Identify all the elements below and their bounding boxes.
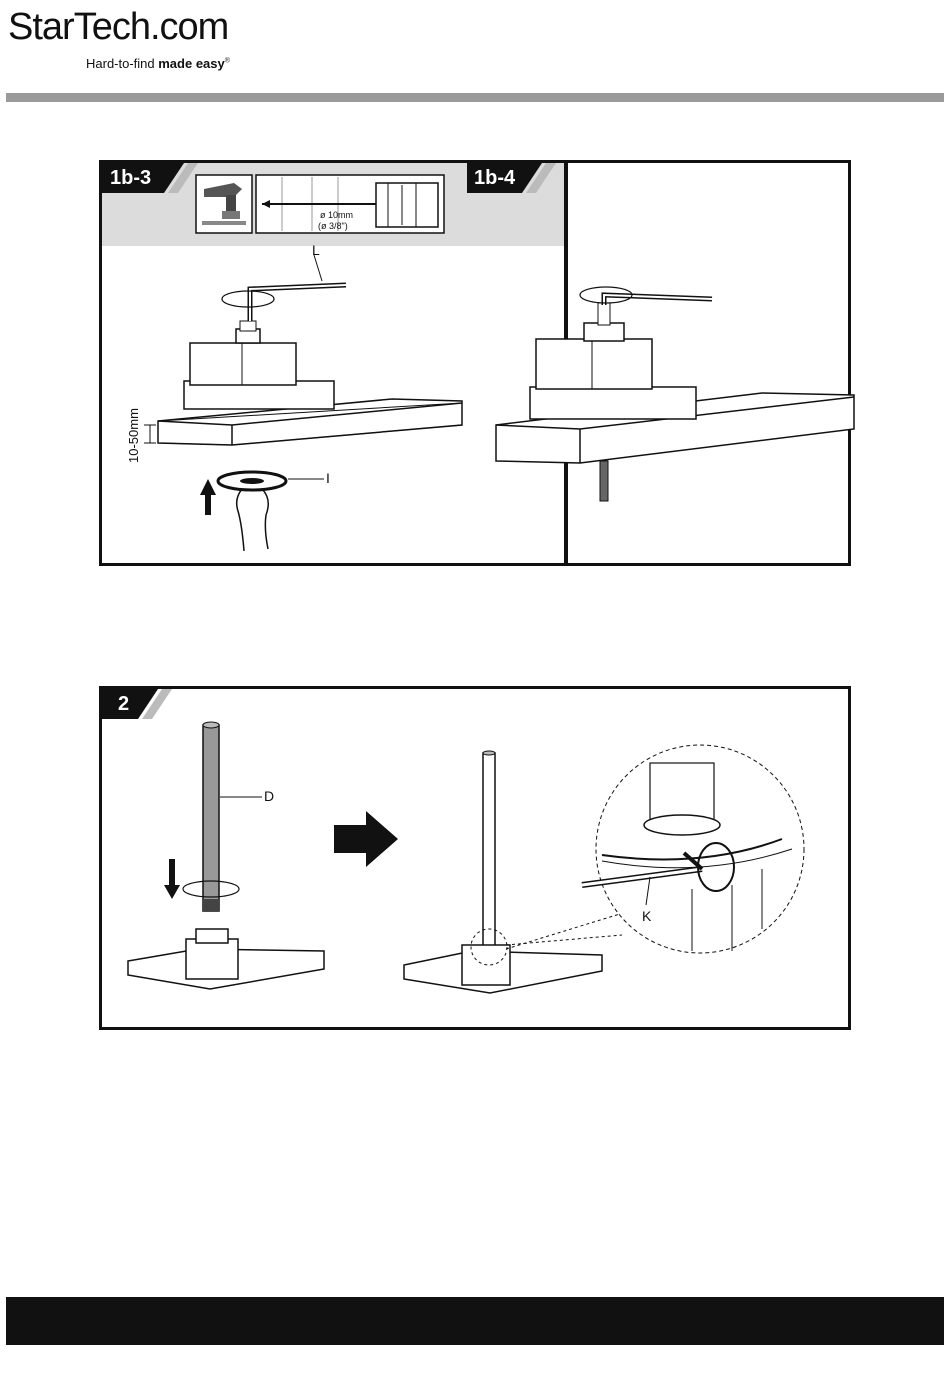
step-tag-1b4: 1b-4 <box>468 163 515 193</box>
down-arrow-icon <box>164 859 180 899</box>
drill-spec-1: ø 10mm <box>320 210 353 220</box>
up-arrow-icon <box>200 479 216 515</box>
header-divider-bar <box>6 93 944 102</box>
figure-step-2: D K 2 <box>99 686 851 1030</box>
figure1-illustration: ø 10mm (ø 3/8") L 10-50mm I <box>102 163 854 569</box>
figure2-illustration: D K <box>102 689 854 1033</box>
label-i: I <box>326 470 330 486</box>
step-tag-1b3: 1b-3 <box>104 163 151 193</box>
label-d: D <box>264 788 274 804</box>
brand-name: StarTech.com <box>8 6 228 48</box>
label-l: L <box>312 242 320 258</box>
startech-logo: StarTech.com Hard-to-find made easy® <box>8 6 258 76</box>
hand-icon <box>237 489 269 551</box>
label-k: K <box>642 908 652 924</box>
right-arrow-icon <box>334 811 398 867</box>
figure-step-1b: ø 10mm (ø 3/8") L 10-50mm I <box>99 160 851 566</box>
step-tag-2: 2 <box>112 689 129 719</box>
allen-key-l <box>250 285 346 321</box>
drill-spec-2: (ø 3/8") <box>318 221 348 231</box>
clamp-base-2 <box>530 387 696 419</box>
tagline: Hard-to-find made easy® <box>86 56 230 71</box>
threaded-rod <box>600 461 608 501</box>
pole-assembled <box>483 753 495 949</box>
pole-d <box>203 725 219 911</box>
footer-bar <box>6 1297 944 1345</box>
thickness-label: 10-50mm <box>126 408 141 463</box>
